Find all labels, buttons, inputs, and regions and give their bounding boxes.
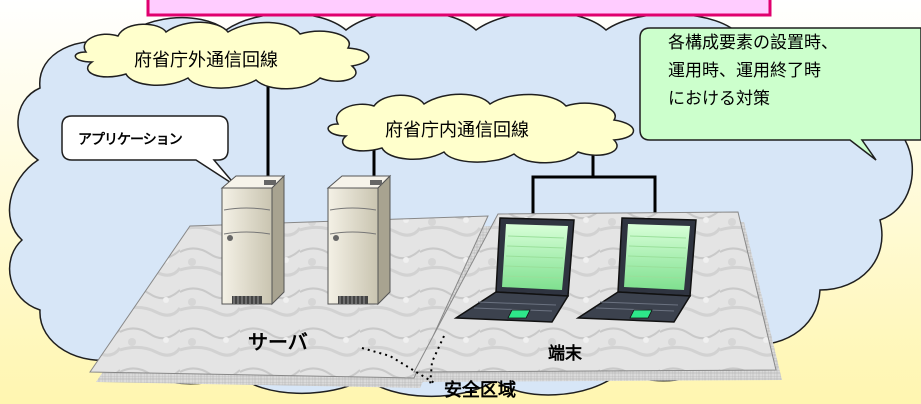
server-tower-2 bbox=[326, 174, 392, 306]
laptop-1 bbox=[453, 217, 575, 323]
internal-network-label: 府省庁内通信回線 bbox=[385, 120, 529, 141]
callout-line-2: 運用時、運用終了時 bbox=[668, 61, 821, 81]
application-bubble bbox=[61, 115, 237, 187]
server-label: サーバ bbox=[248, 330, 308, 354]
application-label: アプリケーション bbox=[78, 132, 183, 148]
secure-area-label: 安全区域 bbox=[444, 380, 516, 401]
top-banner bbox=[146, 0, 772, 17]
callout-box bbox=[639, 27, 921, 161]
terminal-label: 端末 bbox=[548, 344, 582, 364]
callout-text: 各構成要素の設置時、 運用時、運用終了時 における対策 bbox=[668, 29, 838, 113]
external-network-cloud bbox=[74, 21, 370, 90]
server-tower-1 bbox=[220, 174, 286, 306]
terminal-bus bbox=[531, 175, 657, 218]
callout-line-3: における対策 bbox=[668, 89, 770, 109]
laptop-2 bbox=[575, 217, 697, 323]
external-network-label: 府省庁外通信回線 bbox=[134, 50, 278, 71]
internal-network-cloud bbox=[327, 93, 635, 164]
callout-line-1: 各構成要素の設置時、 bbox=[668, 33, 838, 53]
